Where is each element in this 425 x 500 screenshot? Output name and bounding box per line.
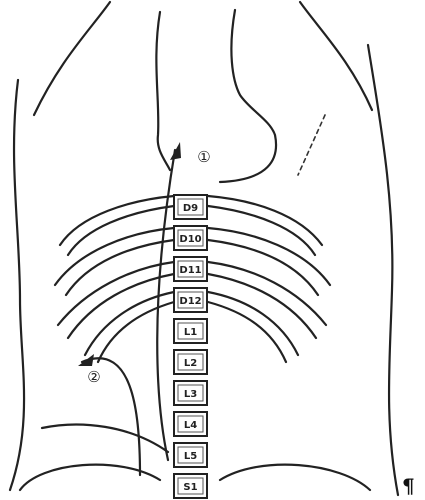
- left-arm-inner-line: [34, 2, 110, 115]
- pelvis-right-curve: [220, 465, 370, 490]
- marker-2: ②: [87, 368, 100, 386]
- stomach-outline: [220, 10, 276, 182]
- vertebra-label: L4: [184, 420, 197, 431]
- vertebra-label: D11: [179, 265, 201, 276]
- corner-symbol: ¶: [402, 474, 415, 498]
- vertebra-l5: L5: [174, 443, 207, 467]
- left-organ-line: [156, 12, 170, 170]
- vertebra-l3: L3: [174, 381, 207, 405]
- arrow-1-head: [170, 142, 181, 160]
- vertebra-label: D12: [179, 296, 201, 307]
- dashed-mark: [298, 115, 325, 175]
- torso-right-outline: [368, 45, 398, 495]
- vertebra-l1: L1: [174, 319, 207, 343]
- vertebra-label: D9: [183, 203, 198, 214]
- vertebra-l2: L2: [174, 350, 207, 374]
- vertebra-label: L3: [184, 389, 197, 400]
- vertebra-label: L1: [184, 327, 197, 338]
- vertebra-s1: S1: [174, 474, 207, 498]
- pelvis-left-line: [42, 425, 168, 452]
- torso-left-outline: [10, 80, 24, 490]
- vertebra-d9: D9: [174, 195, 207, 219]
- arrow-2-head: [78, 354, 94, 366]
- left-ribs: [55, 196, 174, 362]
- marker-1: ①: [197, 148, 210, 166]
- vertebra-label: S1: [183, 482, 197, 493]
- right-ribs: [208, 196, 330, 362]
- vertebra-label: L2: [184, 358, 197, 369]
- vertebra-d10: D10: [174, 226, 207, 250]
- right-arm-inner-line: [300, 2, 372, 110]
- vertebra-d11: D11: [174, 257, 207, 281]
- vertebra-label: D10: [179, 234, 201, 245]
- vertebra-l4: L4: [174, 412, 207, 436]
- vertebra-label: L5: [184, 451, 197, 462]
- vertebra-d12: D12: [174, 288, 207, 312]
